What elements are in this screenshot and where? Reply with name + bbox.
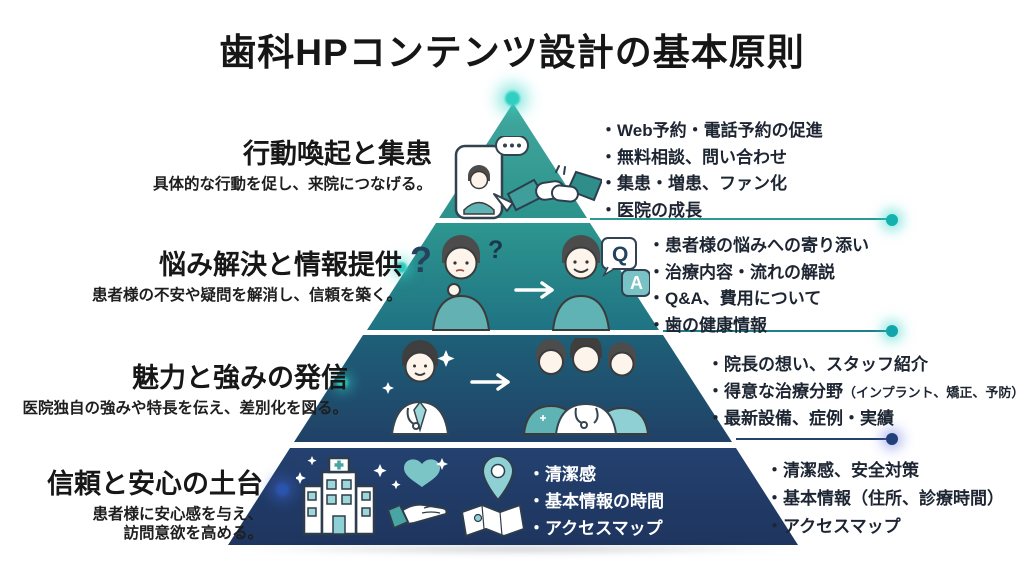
bullet-item: ・歯の健康情報 [648, 315, 767, 335]
divider-line-1 [590, 218, 890, 220]
level4-heading: 信頼と安心の土台 [47, 469, 263, 499]
bullet-item: ・無料相談、問い合わせ [600, 147, 787, 167]
level1-bullet-list: ・Web予約・電話予約の促進 ・無料相談、問い合わせ ・集患・増患、ファン化 ・… [600, 118, 823, 224]
level3-heading: 魅力と強みの発信 [132, 363, 348, 393]
edge-glow-dot [396, 262, 407, 273]
bullet-text: ・得意な治療分野 [707, 381, 843, 401]
line-end-dot-teal [886, 325, 898, 337]
bullet-item: ・清潔感 [528, 465, 596, 484]
level3-subheading: 医院独自の強みや特長を伝え、差別化を図る。 [22, 400, 348, 418]
smartphone-video-call-icon [454, 136, 529, 220]
bullet-item: ・患者様の悩みへの寄り添い [648, 236, 869, 255]
line-end-dot-navy [886, 433, 898, 445]
bullet-item: ・医院の成長 [600, 200, 702, 220]
handshake-icon [506, 165, 602, 212]
bullet-note: （インプラント、矯正、予防） [843, 384, 1024, 400]
level1-illustration [454, 136, 602, 220]
bullet-item: ・院長の想い、スタッフ紹介 [707, 352, 1024, 379]
bullet-text: ・院長の想い、スタッフ紹介 [707, 355, 928, 374]
page-title: 歯科HPコンテンツ設計の基本原則 [219, 32, 805, 73]
level2-bullet-list: ・患者様の悩みへの寄り添い ・治療内容・流れの解説 ・Q&A、費用について ・歯… [648, 233, 869, 339]
chat-dots-icon [495, 136, 529, 156]
level3-illustration [382, 338, 650, 435]
staff-team-icon [522, 338, 650, 435]
clinic-building-icon [296, 456, 387, 536]
pyramid-shadow [238, 543, 800, 555]
thinking-person-icon: ? ? [410, 235, 503, 331]
level4-subheading-line2: 訪問意欲を高める。 [123, 525, 263, 543]
bullet-item: ・治療内容・流れの解説 [648, 262, 835, 282]
q-bubble-letter: Q [612, 243, 628, 266]
level2-label-block: 悩み解決と情報提供 患者様の不安や疑問を解消し、信頼を築く。 [92, 250, 402, 305]
apex-glow-dot [505, 91, 520, 106]
level1-label-block: 行動喚起と集患 具体的な行動を促し、来院につなげる。 [153, 139, 432, 194]
bullet-text: ・最新設備、症例・実績 [707, 409, 894, 428]
bullet-item: ・基本情報の時間 [528, 492, 664, 511]
bullet-item: ・清潔感、安全対策 [766, 461, 919, 480]
bullet-item: ・基本情報（住所、診療時間） [766, 489, 1004, 508]
bullet-item: ・Web予約・電話予約の促進 [600, 121, 823, 140]
bullet-item: ・集患・増患、ファン化 [600, 174, 787, 193]
bullet-item: ・アクセスマップ [766, 517, 901, 536]
qa-person-icon: Q A [551, 235, 650, 331]
bullet-item: ・最新設備、症例・実績 [707, 406, 1024, 433]
level2-illustration: ? ? Q A [410, 235, 650, 331]
pyramid-level-3 [294, 335, 732, 442]
divider-line-2 [663, 330, 890, 332]
line-end-dot-teal [886, 214, 898, 226]
level2-subheading: 患者様の不安や疑問を解消し、信頼を築く。 [91, 287, 402, 305]
level3-bullet-list: ・院長の想い、スタッフ紹介 ・得意な治療分野（インプラント、矯正、予防） ・最新… [707, 352, 1024, 433]
level3-label-block: 魅力と強みの発信 医院独自の強みや特長を伝え、差別化を図る。 [22, 363, 348, 418]
level4-illustration [296, 454, 526, 538]
map-pin-icon [460, 454, 526, 538]
question-mark: ? [488, 236, 503, 264]
bullet-item: ・アクセスマップ [528, 519, 663, 538]
edge-glow-dot [337, 377, 348, 388]
divider-line-3 [736, 438, 890, 440]
bullet-item: ・Q&A、費用について [648, 289, 822, 308]
hand-heart-icon [386, 458, 448, 530]
level4-inner-list: ・清潔感 ・基本情報の時間 ・アクセスマップ [528, 461, 664, 542]
question-mark: ? [410, 239, 432, 280]
level4-label-block: 信頼と安心の土台 患者様に安心感を与え、 訪問意欲を高める。 [47, 469, 263, 543]
level4-subheading-line1: 患者様に安心感を与え、 [92, 506, 263, 524]
arrow-right-icon [470, 373, 510, 391]
dentist-icon [382, 340, 455, 435]
level1-subheading: 具体的な行動を促し、来院につなげる。 [152, 176, 432, 194]
arrow-right-icon [514, 281, 554, 299]
bullet-item: ・得意な治療分野（インプラント、矯正、予防） [707, 379, 1024, 407]
level4-bullet-list: ・清潔感、安全対策 ・基本情報（住所、診療時間） ・アクセスマップ [766, 457, 1004, 541]
a-bubble-letter: A [630, 273, 643, 293]
edge-glow-dot-blue [276, 483, 289, 496]
level1-heading: 行動喚起と集患 [243, 139, 432, 169]
level2-heading: 悩み解決と情報提供 [159, 250, 402, 280]
